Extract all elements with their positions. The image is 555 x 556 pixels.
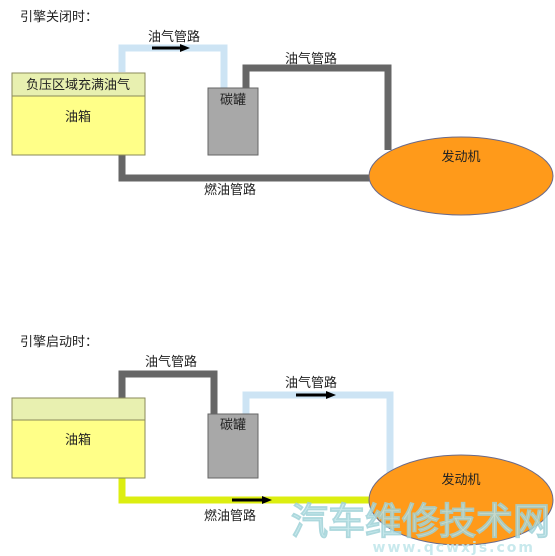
section1-vapor-pipe-2-label: 油气管路 [285, 51, 337, 67]
section2-vapor-pipe-2-label: 油气管路 [285, 375, 337, 391]
section2-canister-label: 碳罐 [220, 418, 246, 433]
section2-fuel-pipe-label: 燃油管路 [204, 508, 256, 524]
watermark: 汽车维修技术网 www.qcwxjs.com [291, 500, 551, 556]
section1-tank-top-label: 负压区域充满油气 [26, 77, 130, 93]
section2-engine-label: 发动机 [441, 472, 480, 488]
section2-vapor-pipe-canister-engine [242, 391, 394, 480]
section2-tank-label: 油箱 [65, 432, 91, 448]
section1-fuel-pipe [118, 155, 376, 182]
section2-canister [207, 413, 259, 479]
section2-vapor-pipe-1-label: 油气管路 [145, 354, 197, 370]
section2-engine [368, 454, 554, 546]
section1-fuel-pipe-label: 燃油管路 [204, 182, 256, 198]
section1-tank-label: 油箱 [65, 109, 91, 125]
watermark-url: www.qcwxjs.com [373, 540, 535, 556]
section1-vapor-pipe-canister-engine [242, 64, 392, 150]
section-engine-off: 引擎关闭时： 负压区域充满油气 油箱 碳罐 发动机 [11, 10, 554, 216]
watermark-text: 汽车维修技术网 [291, 500, 550, 543]
section1-canister [207, 87, 259, 156]
section1-engine-label: 发动机 [441, 149, 480, 165]
section2-heading: 引擎启动时： [20, 335, 98, 350]
section2-fuel-tank [11, 397, 146, 479]
section-engine-on: 引擎启动时： 油箱 碳罐 [11, 335, 554, 546]
section2-vapor-flow-arrow [296, 391, 336, 399]
section1-fuel-tank [11, 72, 146, 156]
section1-flow-arrow [152, 44, 190, 52]
section2-vapor-pipe-tank-canister [118, 370, 218, 414]
section1-engine [368, 136, 554, 216]
section2-fuel-flow-arrow [232, 496, 272, 504]
section1-heading: 引擎关闭时： [20, 10, 98, 25]
section1-canister-label: 碳罐 [220, 93, 246, 108]
section1-vapor-pipe-1-label: 油气管路 [148, 29, 200, 45]
section2-fuel-pipe [118, 478, 376, 504]
